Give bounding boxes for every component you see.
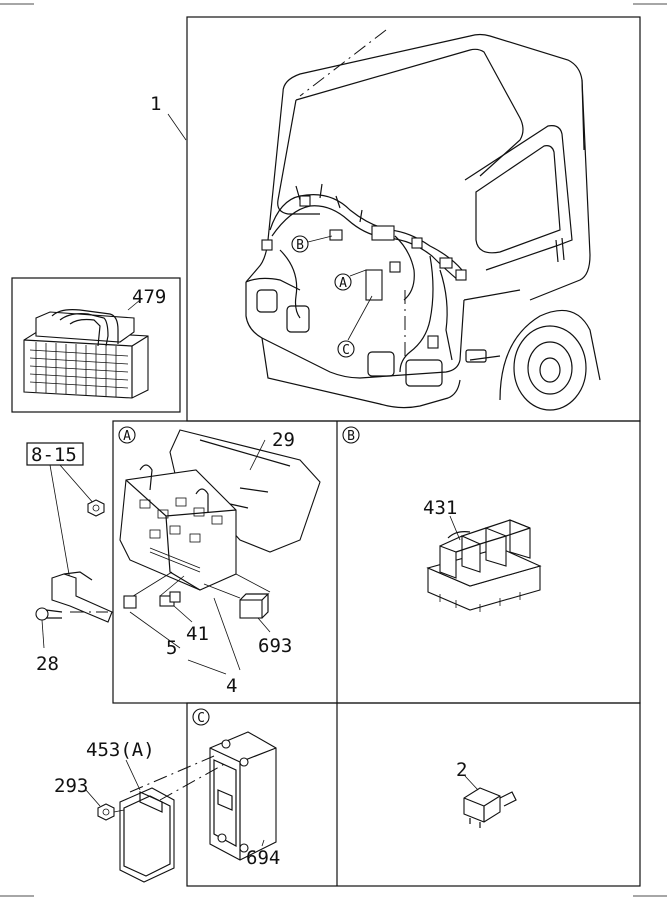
callout-a-panel: A bbox=[118, 426, 136, 444]
label-8-15: 8-15 bbox=[31, 444, 77, 466]
callout-b-panel: B bbox=[342, 426, 360, 444]
leader-4a bbox=[187, 659, 227, 675]
callout-b-truck: B bbox=[291, 235, 309, 253]
leader-694 bbox=[261, 839, 265, 847]
leader-8-15a bbox=[59, 464, 96, 506]
relay-2-drawing bbox=[463, 787, 517, 828]
callout-c-truck-letter: C bbox=[342, 343, 350, 358]
leader-2 bbox=[464, 775, 479, 791]
leader-431 bbox=[449, 515, 461, 541]
label-1: 1 bbox=[150, 93, 161, 115]
connector-479-drawing bbox=[23, 299, 149, 399]
leader-8-15b bbox=[49, 464, 71, 581]
label-453a: 453(A) bbox=[86, 739, 155, 761]
nut-293-drawing bbox=[97, 803, 125, 821]
callout-b-panel-letter: B bbox=[347, 429, 355, 444]
callout-a-truck-letter: A bbox=[339, 276, 347, 291]
label-4: 4 bbox=[226, 675, 237, 697]
relay-box-drawing bbox=[119, 429, 321, 619]
leader-5 bbox=[129, 611, 181, 649]
label-694: 694 bbox=[246, 847, 280, 869]
label-41: 41 bbox=[186, 623, 209, 645]
label-5: 5 bbox=[166, 637, 177, 659]
leader-693 bbox=[257, 617, 271, 633]
callout-c-truck: C bbox=[337, 340, 355, 358]
label-431: 431 bbox=[423, 497, 457, 519]
leader-4b bbox=[213, 597, 241, 671]
label-479: 479 bbox=[132, 286, 166, 308]
leader-1 bbox=[167, 113, 187, 141]
label-29: 29 bbox=[272, 429, 295, 451]
bracket-and-bolt-drawing bbox=[35, 499, 113, 649]
control-unit-694-drawing bbox=[209, 731, 277, 861]
relay-block-431-drawing bbox=[426, 519, 542, 612]
leader-41 bbox=[173, 605, 193, 623]
leader-293 bbox=[85, 789, 101, 807]
label-293: 293 bbox=[54, 775, 88, 797]
callout-c-panel-letter: C bbox=[197, 711, 205, 726]
leader-29 bbox=[249, 439, 266, 471]
page-marks bbox=[0, 3, 667, 897]
panel-frames bbox=[11, 16, 641, 887]
callout-b-truck-letter: B bbox=[296, 238, 304, 253]
callout-c-panel: C bbox=[192, 708, 210, 726]
leader-453a bbox=[125, 759, 141, 791]
label-8-15-box bbox=[26, 442, 84, 466]
cover-453a-drawing bbox=[119, 755, 229, 883]
label-28: 28 bbox=[36, 653, 59, 675]
callout-a-truck: A bbox=[334, 273, 352, 291]
callout-a-panel-letter: A bbox=[123, 429, 131, 444]
label-2: 2 bbox=[456, 759, 467, 781]
truck-cab-drawing bbox=[245, 29, 601, 411]
label-693: 693 bbox=[258, 635, 292, 657]
